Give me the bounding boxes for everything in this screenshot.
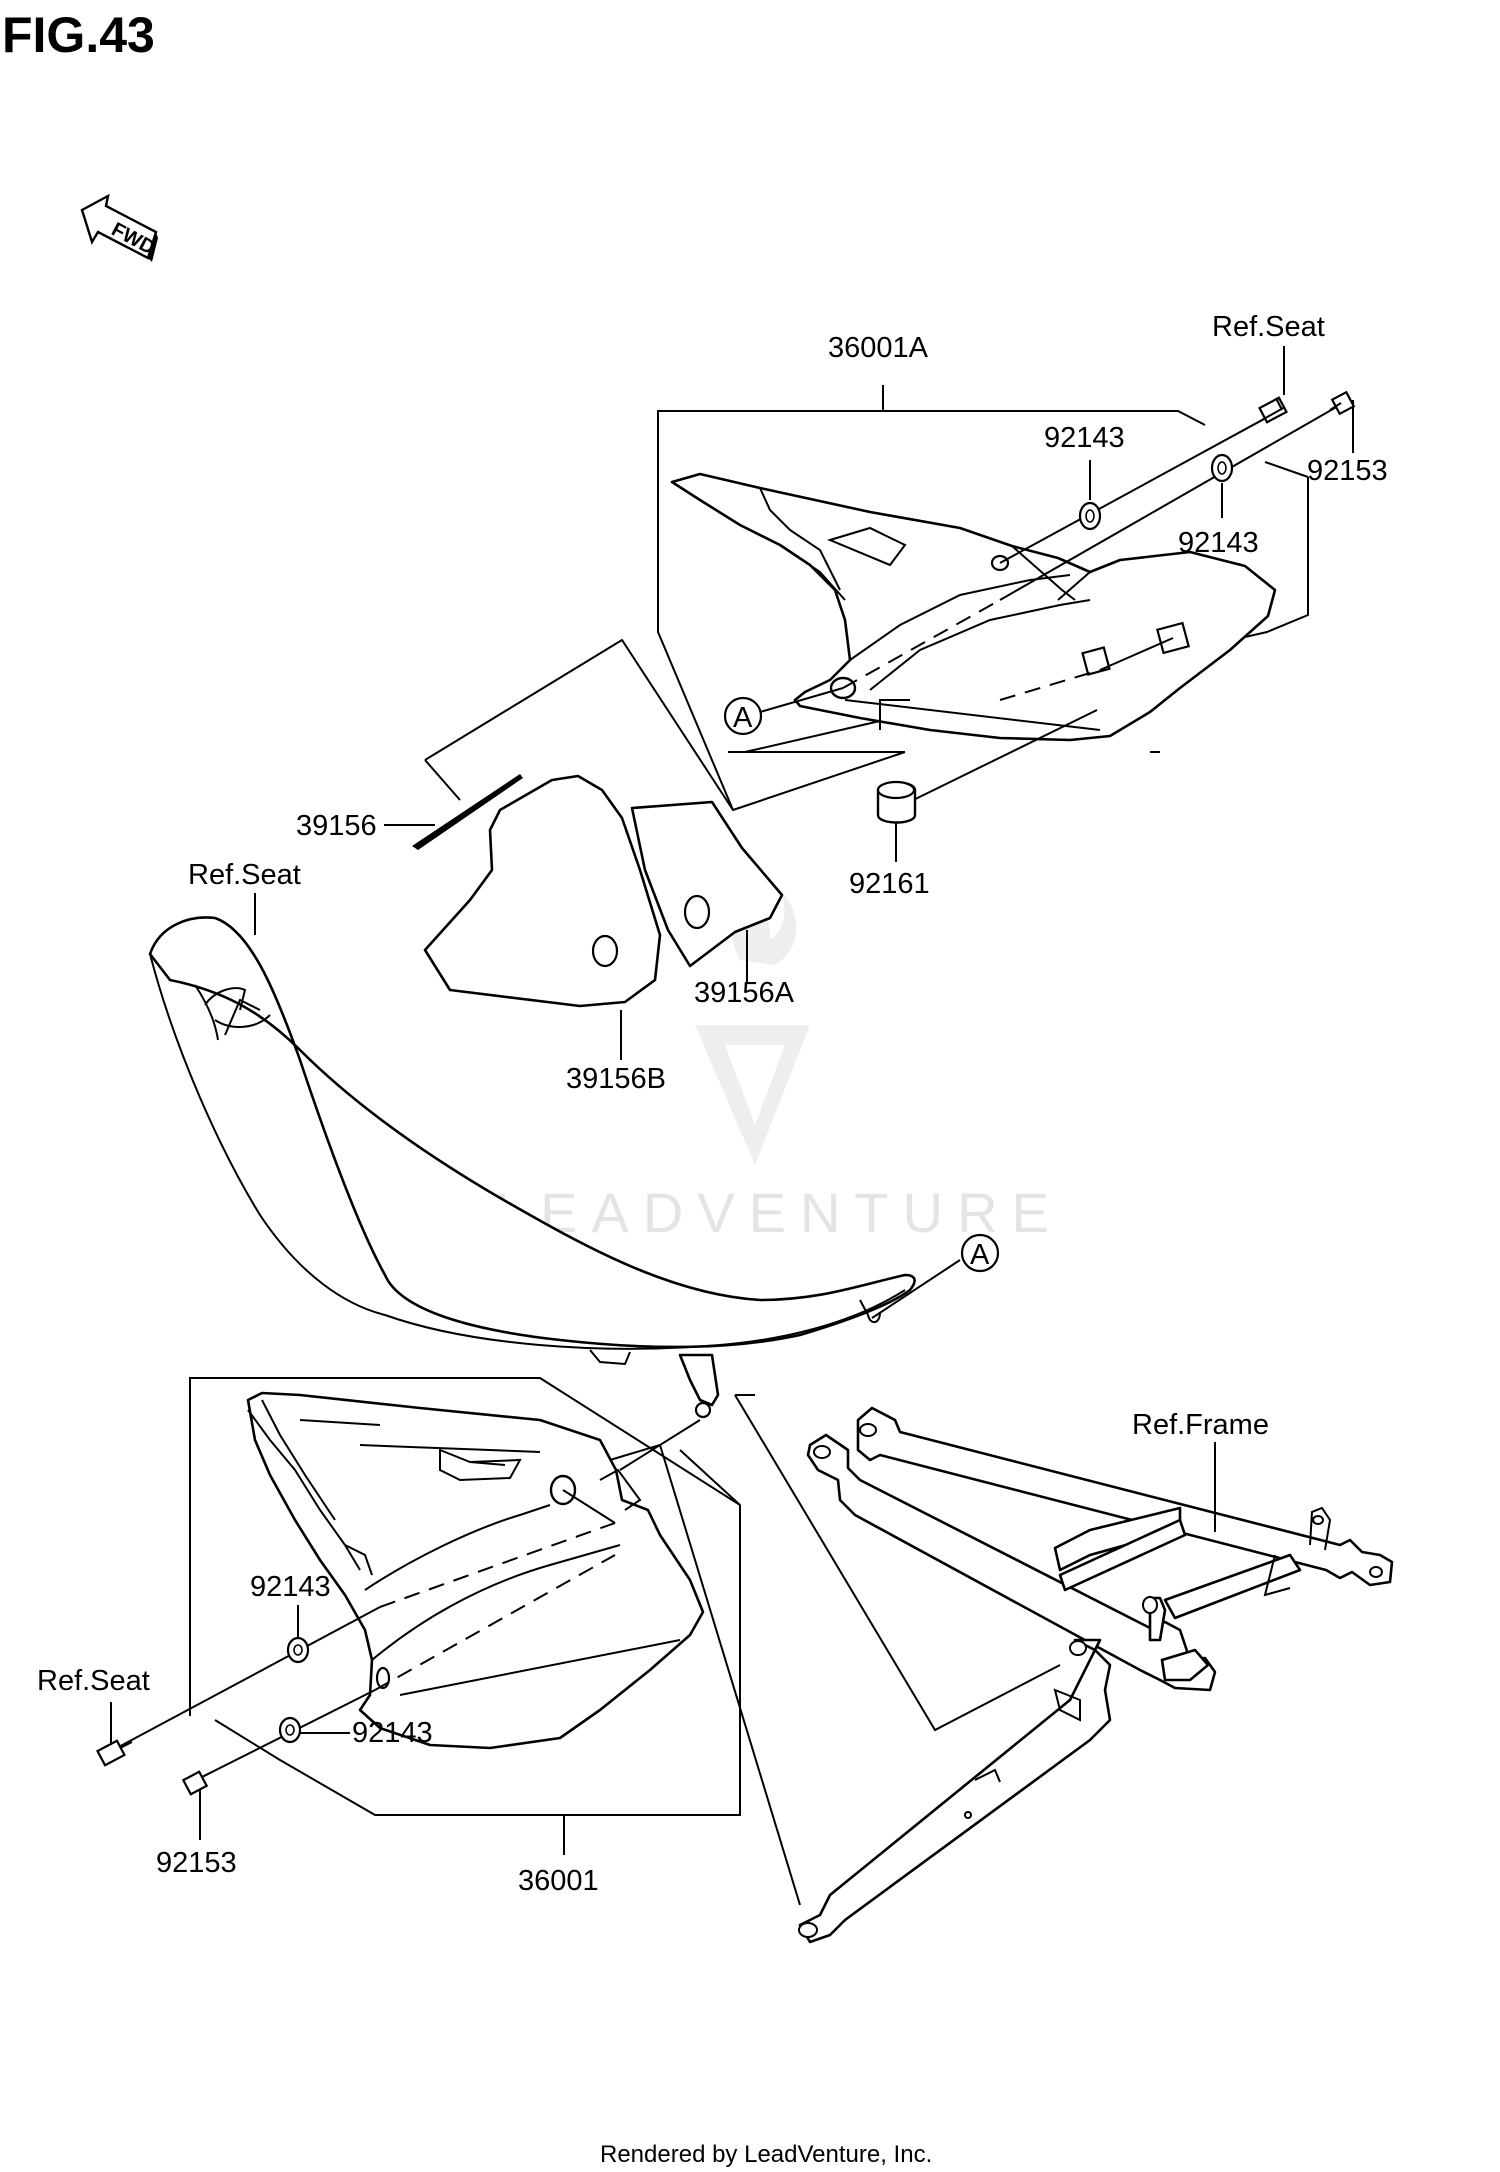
bracket-stickers	[424, 638, 734, 811]
label-39156a: 39156A	[694, 977, 795, 1009]
bolt-92153-right	[1329, 390, 1356, 416]
washer-92143-right-lower	[1210, 453, 1234, 483]
label-36001a: 36001A	[828, 332, 929, 364]
rear-frame	[798, 1406, 1394, 1944]
label-92143-right-lower: 92143	[1178, 527, 1259, 559]
bracket-36001	[189, 1377, 741, 1855]
seat	[148, 916, 916, 1419]
label-36001: 36001	[518, 1865, 599, 1897]
label-92143-left-upper: 92143	[250, 1571, 331, 1603]
label-ref-seat-left: Ref.Seat	[37, 1665, 150, 1697]
bolt-92153-left	[181, 1770, 215, 1796]
label-92143-left-lower: 92143	[352, 1717, 433, 1749]
label-ref-frame: Ref.Frame	[1132, 1409, 1269, 1441]
svg-text:A: A	[733, 702, 753, 734]
label-39156: 39156	[296, 810, 377, 842]
label-ref-seat-mid: Ref.Seat	[188, 859, 301, 891]
figure-title: FIG.43	[2, 7, 155, 63]
washer-92143-left-upper	[286, 1636, 310, 1664]
ref-point-a-top: A	[723, 696, 763, 736]
washer-92143-left-lower	[278, 1716, 302, 1744]
washer-92143-right-upper	[1078, 501, 1102, 531]
label-39156b: 39156B	[566, 1063, 666, 1095]
sticker-39156b	[423, 774, 662, 1008]
leader-a-seat	[871, 1259, 961, 1319]
grommet-92161	[876, 780, 917, 824]
side-cover-left	[246, 1391, 705, 1750]
sticker-39156	[412, 774, 523, 850]
fastener-lines-right	[842, 404, 1341, 811]
sticker-39156a	[630, 800, 784, 968]
ref-point-a-seat: A	[960, 1233, 1000, 1273]
label-92161: 92161	[849, 868, 930, 900]
label-92153-right: 92153	[1307, 455, 1388, 487]
bracket-frame	[609, 1394, 1061, 1906]
bolt-left-ref-seat	[96, 1739, 133, 1767]
leader-a-top	[759, 687, 844, 713]
label-92143-right-upper: 92143	[1044, 422, 1125, 454]
bolt-right-ref-seat	[1258, 396, 1288, 424]
side-cover-right	[670, 472, 1277, 742]
fwd-arrow-icon: FWD	[80, 193, 158, 262]
footer-credit: Rendered by LeadVenture, Inc.	[600, 2141, 932, 2168]
label-92153-left: 92153	[156, 1847, 237, 1879]
svg-text:A: A	[970, 1239, 990, 1271]
label-ref-seat-top: Ref.Seat	[1212, 311, 1325, 343]
watermark-text: LEADVENTURE	[495, 1181, 1063, 1244]
